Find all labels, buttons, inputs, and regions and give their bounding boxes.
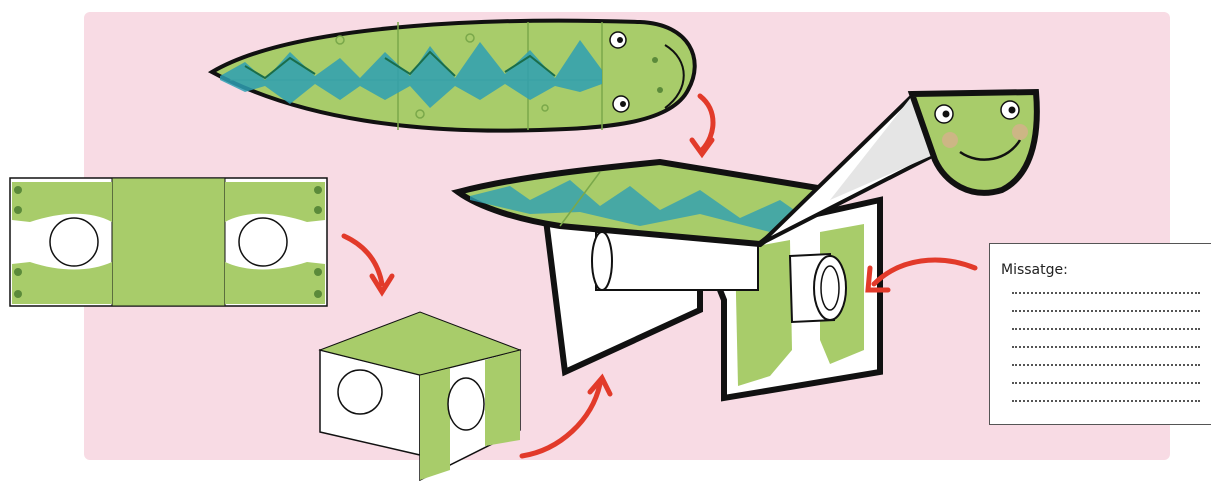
dino-legs-template (9, 177, 328, 307)
note-line (1012, 292, 1200, 294)
folded-legs-model (318, 311, 522, 481)
curved-arrow-icon (871, 257, 978, 287)
note-line (1012, 310, 1200, 312)
curved-arrow-icon (519, 381, 603, 459)
note-line (1012, 400, 1200, 402)
note-title: Missatge: (1001, 262, 1068, 278)
dino-back-template (207, 18, 697, 133)
message-note-card: Missatge: (989, 243, 1211, 425)
assembled-dinosaur (451, 88, 1040, 402)
note-line (1012, 328, 1200, 330)
note-line (1012, 346, 1200, 348)
note-line (1012, 364, 1200, 366)
note-line (1012, 382, 1200, 384)
curved-arrow-icon (341, 233, 385, 287)
